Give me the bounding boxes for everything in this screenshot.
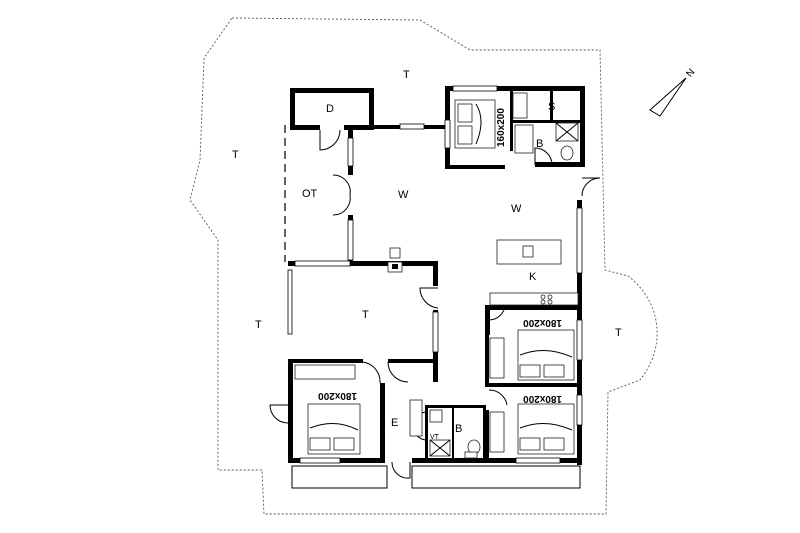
wardrobe-right-lower: [489, 411, 505, 453]
label-room-w-left: W: [398, 189, 409, 201]
wardrobe-left-lower: [294, 364, 356, 380]
top-bath-toilet: [560, 145, 574, 161]
compass: N: [649, 67, 697, 117]
label-bed-right-lower: 180x200: [523, 393, 562, 404]
label-room-b-bottom: B: [455, 423, 462, 435]
windows: [287, 85, 583, 464]
master-bed: [454, 99, 496, 149]
terrace-step-right: [411, 465, 581, 489]
label-room-e: E: [391, 417, 398, 429]
bottom-bath-sink: [429, 409, 443, 423]
bedroom-right-lower-bed: [517, 403, 575, 455]
label-room-k: K: [529, 271, 537, 283]
stove: [540, 294, 553, 305]
label-room-t-inner: T: [362, 309, 369, 321]
fireplace-chimney: [389, 247, 401, 259]
label-room-vt: VT: [430, 434, 440, 441]
label-terrace-right: T: [615, 327, 622, 339]
label-room-d: D: [326, 103, 334, 115]
terrace-boundary: [189, 17, 658, 515]
label-room-s: S: [548, 101, 555, 113]
label-bed-right-upper: 180x200: [523, 317, 562, 328]
label-room-b-top: B: [536, 138, 543, 150]
kitchen-sink: [522, 245, 534, 258]
kitchen-counter: [489, 292, 579, 306]
label-room-w-right: W: [511, 203, 522, 215]
label-room-ot: OT: [302, 188, 318, 200]
bedroom-left-lower-bed: [307, 403, 361, 455]
bottom-bath-cabinet: [464, 451, 478, 459]
terrace-step-left: [291, 465, 388, 489]
label-terrace-top: T: [403, 69, 410, 81]
label-bed-left-lower: 180x200: [318, 390, 357, 401]
fireplace-core: [392, 264, 398, 269]
wardrobe-right-upper: [489, 337, 505, 379]
label-bed-master: 160x200: [496, 108, 507, 147]
label-terrace-left-lower: T: [255, 319, 262, 331]
north-arrow-icon: [649, 77, 687, 117]
master-wardrobe: [512, 92, 528, 119]
compass-north-label: N: [684, 67, 697, 80]
top-bath-sink: [514, 124, 534, 154]
hallway-cabinet: [409, 399, 423, 437]
label-terrace-left-upper: T: [232, 149, 239, 161]
bedroom-right-upper-bed: [517, 329, 575, 381]
